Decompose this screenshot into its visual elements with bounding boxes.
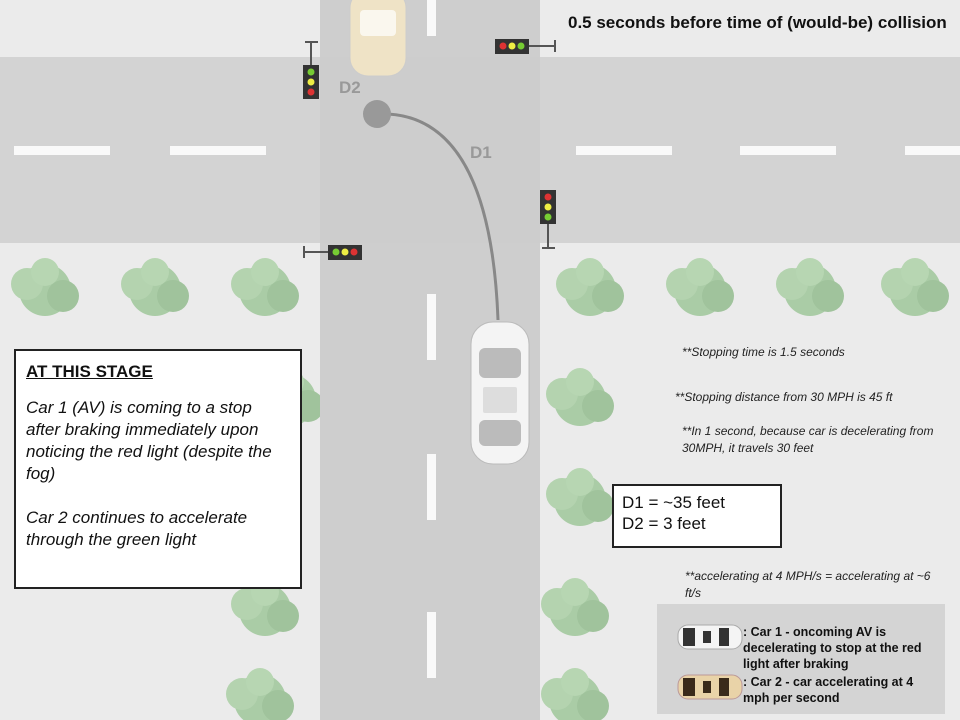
scene-title: 0.5 seconds before time of (would-be) co… — [568, 13, 947, 32]
lane-dashes — [14, 0, 960, 678]
note-stopping-time: **Stopping time is 1.5 seconds — [682, 345, 845, 359]
car2 — [349, 0, 407, 77]
stage-para-1: Car 1 (AV) is coming to a stop after bra… — [26, 398, 272, 483]
legend: : Car 1 - oncoming AV is decelerating to… — [657, 604, 945, 714]
legend-car2: : Car 2 - car accelerating at 4 mph per … — [743, 675, 914, 705]
d2-distance: D2 = 3 feet — [622, 514, 706, 533]
car1 — [470, 321, 530, 465]
note-stopping-distance: **Stopping distance from 30 MPH is 45 ft — [675, 390, 893, 404]
note-accelerating: **accelerating at 4 MPH/s = accelerating… — [685, 569, 931, 600]
distances-box: D1 = ~35 feet D2 = 3 feet — [612, 484, 782, 548]
traffic-lights — [303, 39, 556, 260]
d1-label: D1 — [470, 143, 492, 162]
legend-car1: : Car 1 - oncoming AV is decelerating to… — [743, 625, 922, 671]
car1-legend-icon — [677, 624, 743, 650]
d2-label: D2 — [339, 78, 361, 97]
d1-distance: D1 = ~35 feet — [622, 493, 726, 512]
stage-para-2: Car 2 continues to accelerate through th… — [26, 508, 248, 549]
stage-heading: AT THIS STAGE — [26, 362, 153, 381]
d2-marker — [363, 100, 391, 128]
d1-path — [377, 112, 500, 321]
stage-box: AT THIS STAGE Car 1 (AV) is coming to a … — [14, 349, 302, 589]
car2-legend-icon — [677, 674, 743, 700]
note-one-second: **In 1 second, because car is decelerati… — [682, 424, 934, 455]
